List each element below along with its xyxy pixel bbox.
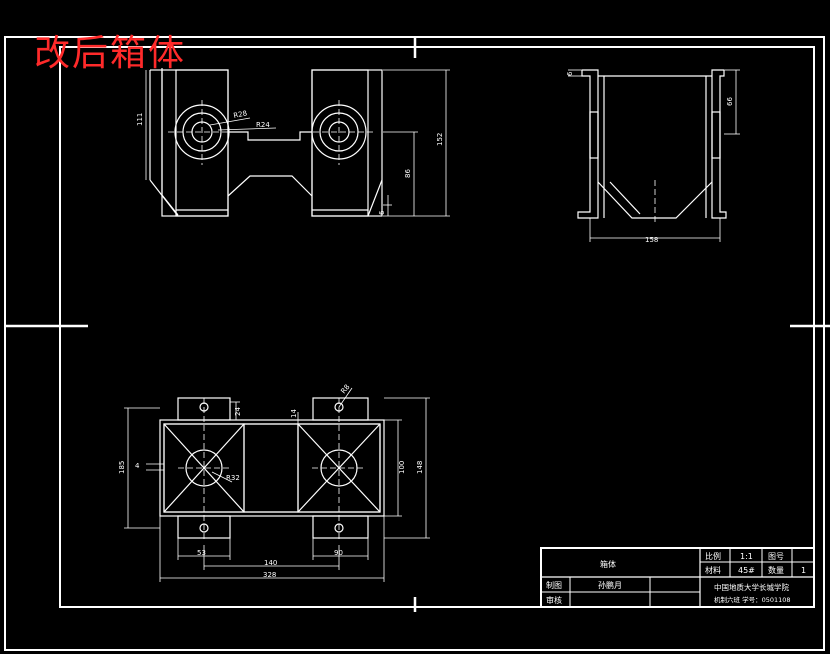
title-scale-value: 1:1 [740, 552, 753, 561]
title-material-value: 45# [738, 566, 755, 575]
dim-front-r28: R28 [233, 109, 248, 120]
title-qty-label: 数量 [768, 565, 784, 575]
dim-top-185: 185 [118, 461, 126, 474]
dim-top-r32: R32 [226, 474, 240, 482]
title-scale-label: 比例 [705, 551, 721, 561]
front-view-dimension-lines [145, 69, 450, 217]
front-view-centerlines [168, 100, 374, 165]
title-part-name: 箱体 [600, 559, 616, 569]
title-drawing-no-label: 图号 [768, 552, 784, 561]
dim-side-158: 158 [645, 236, 658, 244]
dim-top-90: 90 [334, 549, 343, 557]
dim-top-4: 4 [135, 462, 140, 470]
dim-front-86: 86 [404, 169, 412, 178]
side-view-dimension-lines [568, 69, 740, 242]
dim-side-6: 6 [566, 71, 574, 76]
dim-top-53: 53 [197, 549, 206, 557]
title-material-label: 材料 [705, 565, 721, 575]
top-view-centerlines [178, 398, 366, 540]
title-checked-label: 审核 [546, 595, 562, 605]
revision-stamp-title: 改后箱体 [34, 33, 187, 74]
title-drawn-name: 孙鹏月 [598, 580, 622, 590]
title-block [540, 547, 815, 608]
title-drawn-label: 制图 [546, 580, 562, 590]
top-view-dimension-lines [124, 387, 430, 582]
dim-front-6: 6 [378, 210, 386, 215]
centering-marks [5, 37, 830, 612]
dim-top-140: 140 [264, 559, 277, 567]
side-view [577, 69, 727, 219]
dim-front-152: 152 [436, 133, 444, 146]
title-school: 中国地质大学长城学院 [714, 582, 789, 592]
dim-top-100: 100 [398, 461, 406, 474]
dim-front-111: 111 [136, 113, 144, 126]
dim-side-66: 66 [726, 97, 734, 106]
title-qty-value: 1 [801, 566, 806, 575]
dim-top-148: 148 [416, 461, 424, 474]
title-class-student: 机制六班 学号：0501108 [714, 595, 791, 604]
dim-top-328: 328 [263, 571, 276, 579]
dim-top-14: 14 [290, 409, 298, 418]
dim-top-24: 24 [234, 407, 242, 416]
dim-front-r24: R24 [256, 121, 270, 129]
